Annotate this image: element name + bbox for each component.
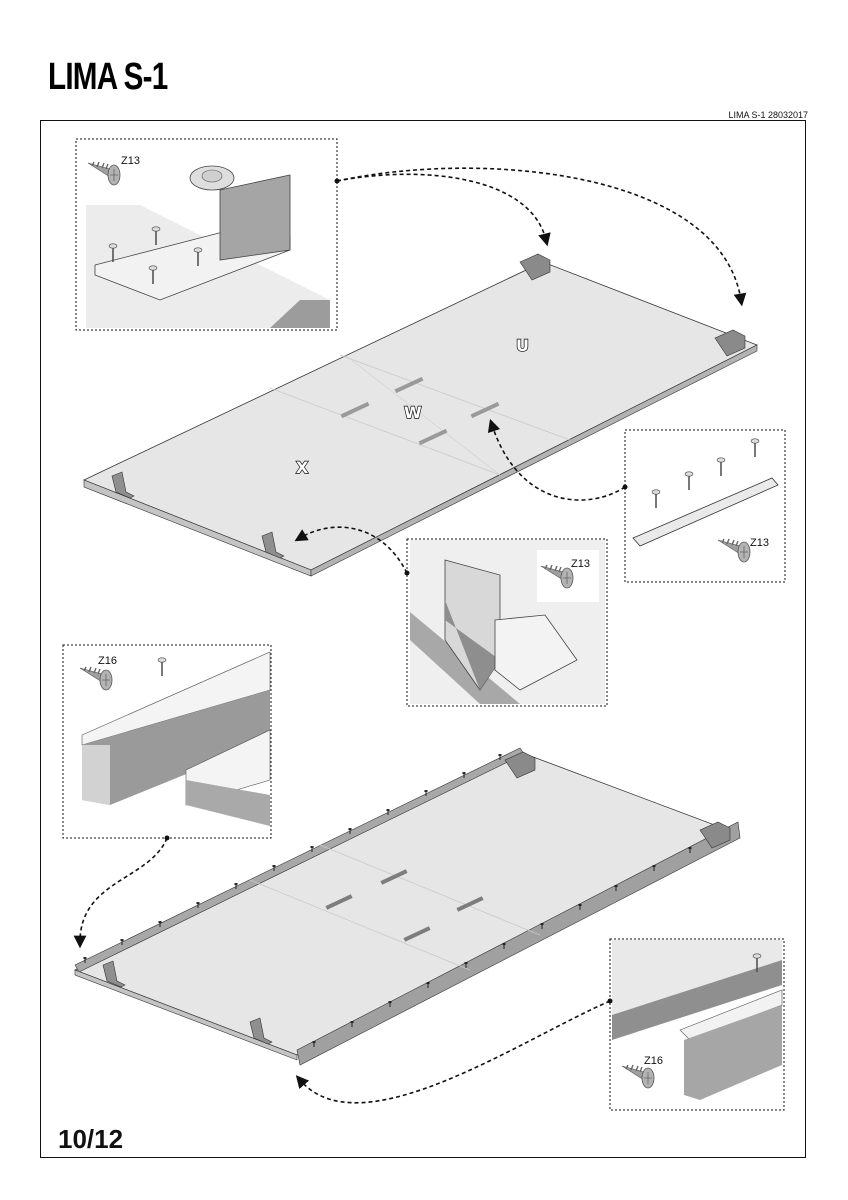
- side-bracket: [261, 531, 285, 559]
- callout-part-label: Z16: [644, 1055, 663, 1067]
- arrow-to-connector: [487, 418, 626, 501]
- connector-strip: [340, 401, 370, 419]
- callout-connector-strip: Z13: [622, 429, 786, 583]
- side-bracket: [249, 1017, 273, 1045]
- connector-strip: [380, 869, 408, 885]
- connector-strip: [418, 428, 448, 446]
- top-panel-assembly: U W X: [82, 253, 758, 577]
- bottom-panel-assembly: [73, 747, 741, 1066]
- callout-part-label: Z16: [98, 655, 117, 667]
- callout-corner-bracket: Z13: [75, 138, 340, 331]
- panel-label-u: U: [516, 336, 529, 355]
- arrow-to-left-rail: [73, 837, 168, 949]
- connector-strip: [470, 401, 500, 419]
- callout-rail-right: Z16: [607, 938, 785, 1111]
- arrow-to-bracket-1: [336, 173, 551, 247]
- document-code: LIMA S-1 28032017: [728, 110, 808, 120]
- callout-rail-left: Z16: [62, 644, 272, 841]
- callout-part-label: Z13: [121, 155, 140, 167]
- rail-front: [296, 821, 741, 1066]
- page-number: 10/12: [58, 1124, 124, 1154]
- corner-bracket: [504, 751, 536, 779]
- page-frame: [40, 120, 806, 1158]
- corner-bracket: [699, 821, 731, 849]
- callout-part-label: Z13: [750, 537, 769, 549]
- connector-strip: [403, 926, 431, 942]
- panel-label-x: X: [296, 458, 309, 477]
- connector-strip: [456, 896, 484, 912]
- connector-strip: [325, 894, 353, 910]
- side-bracket: [111, 471, 135, 499]
- callout-side-bracket: Z13: [404, 538, 608, 707]
- panel-label-w: W: [404, 403, 422, 422]
- corner-bracket: [714, 329, 746, 357]
- callout-part-label: Z13: [571, 558, 590, 570]
- corner-bracket: [519, 253, 551, 281]
- arrow-to-bracket-2: [336, 167, 747, 307]
- arrow-to-side-bracket: [294, 526, 408, 574]
- arrow-to-front-rail: [295, 1000, 611, 1104]
- document-title: LIMA S-1: [48, 56, 168, 98]
- side-bracket: [102, 960, 126, 988]
- connector-strip: [394, 376, 424, 394]
